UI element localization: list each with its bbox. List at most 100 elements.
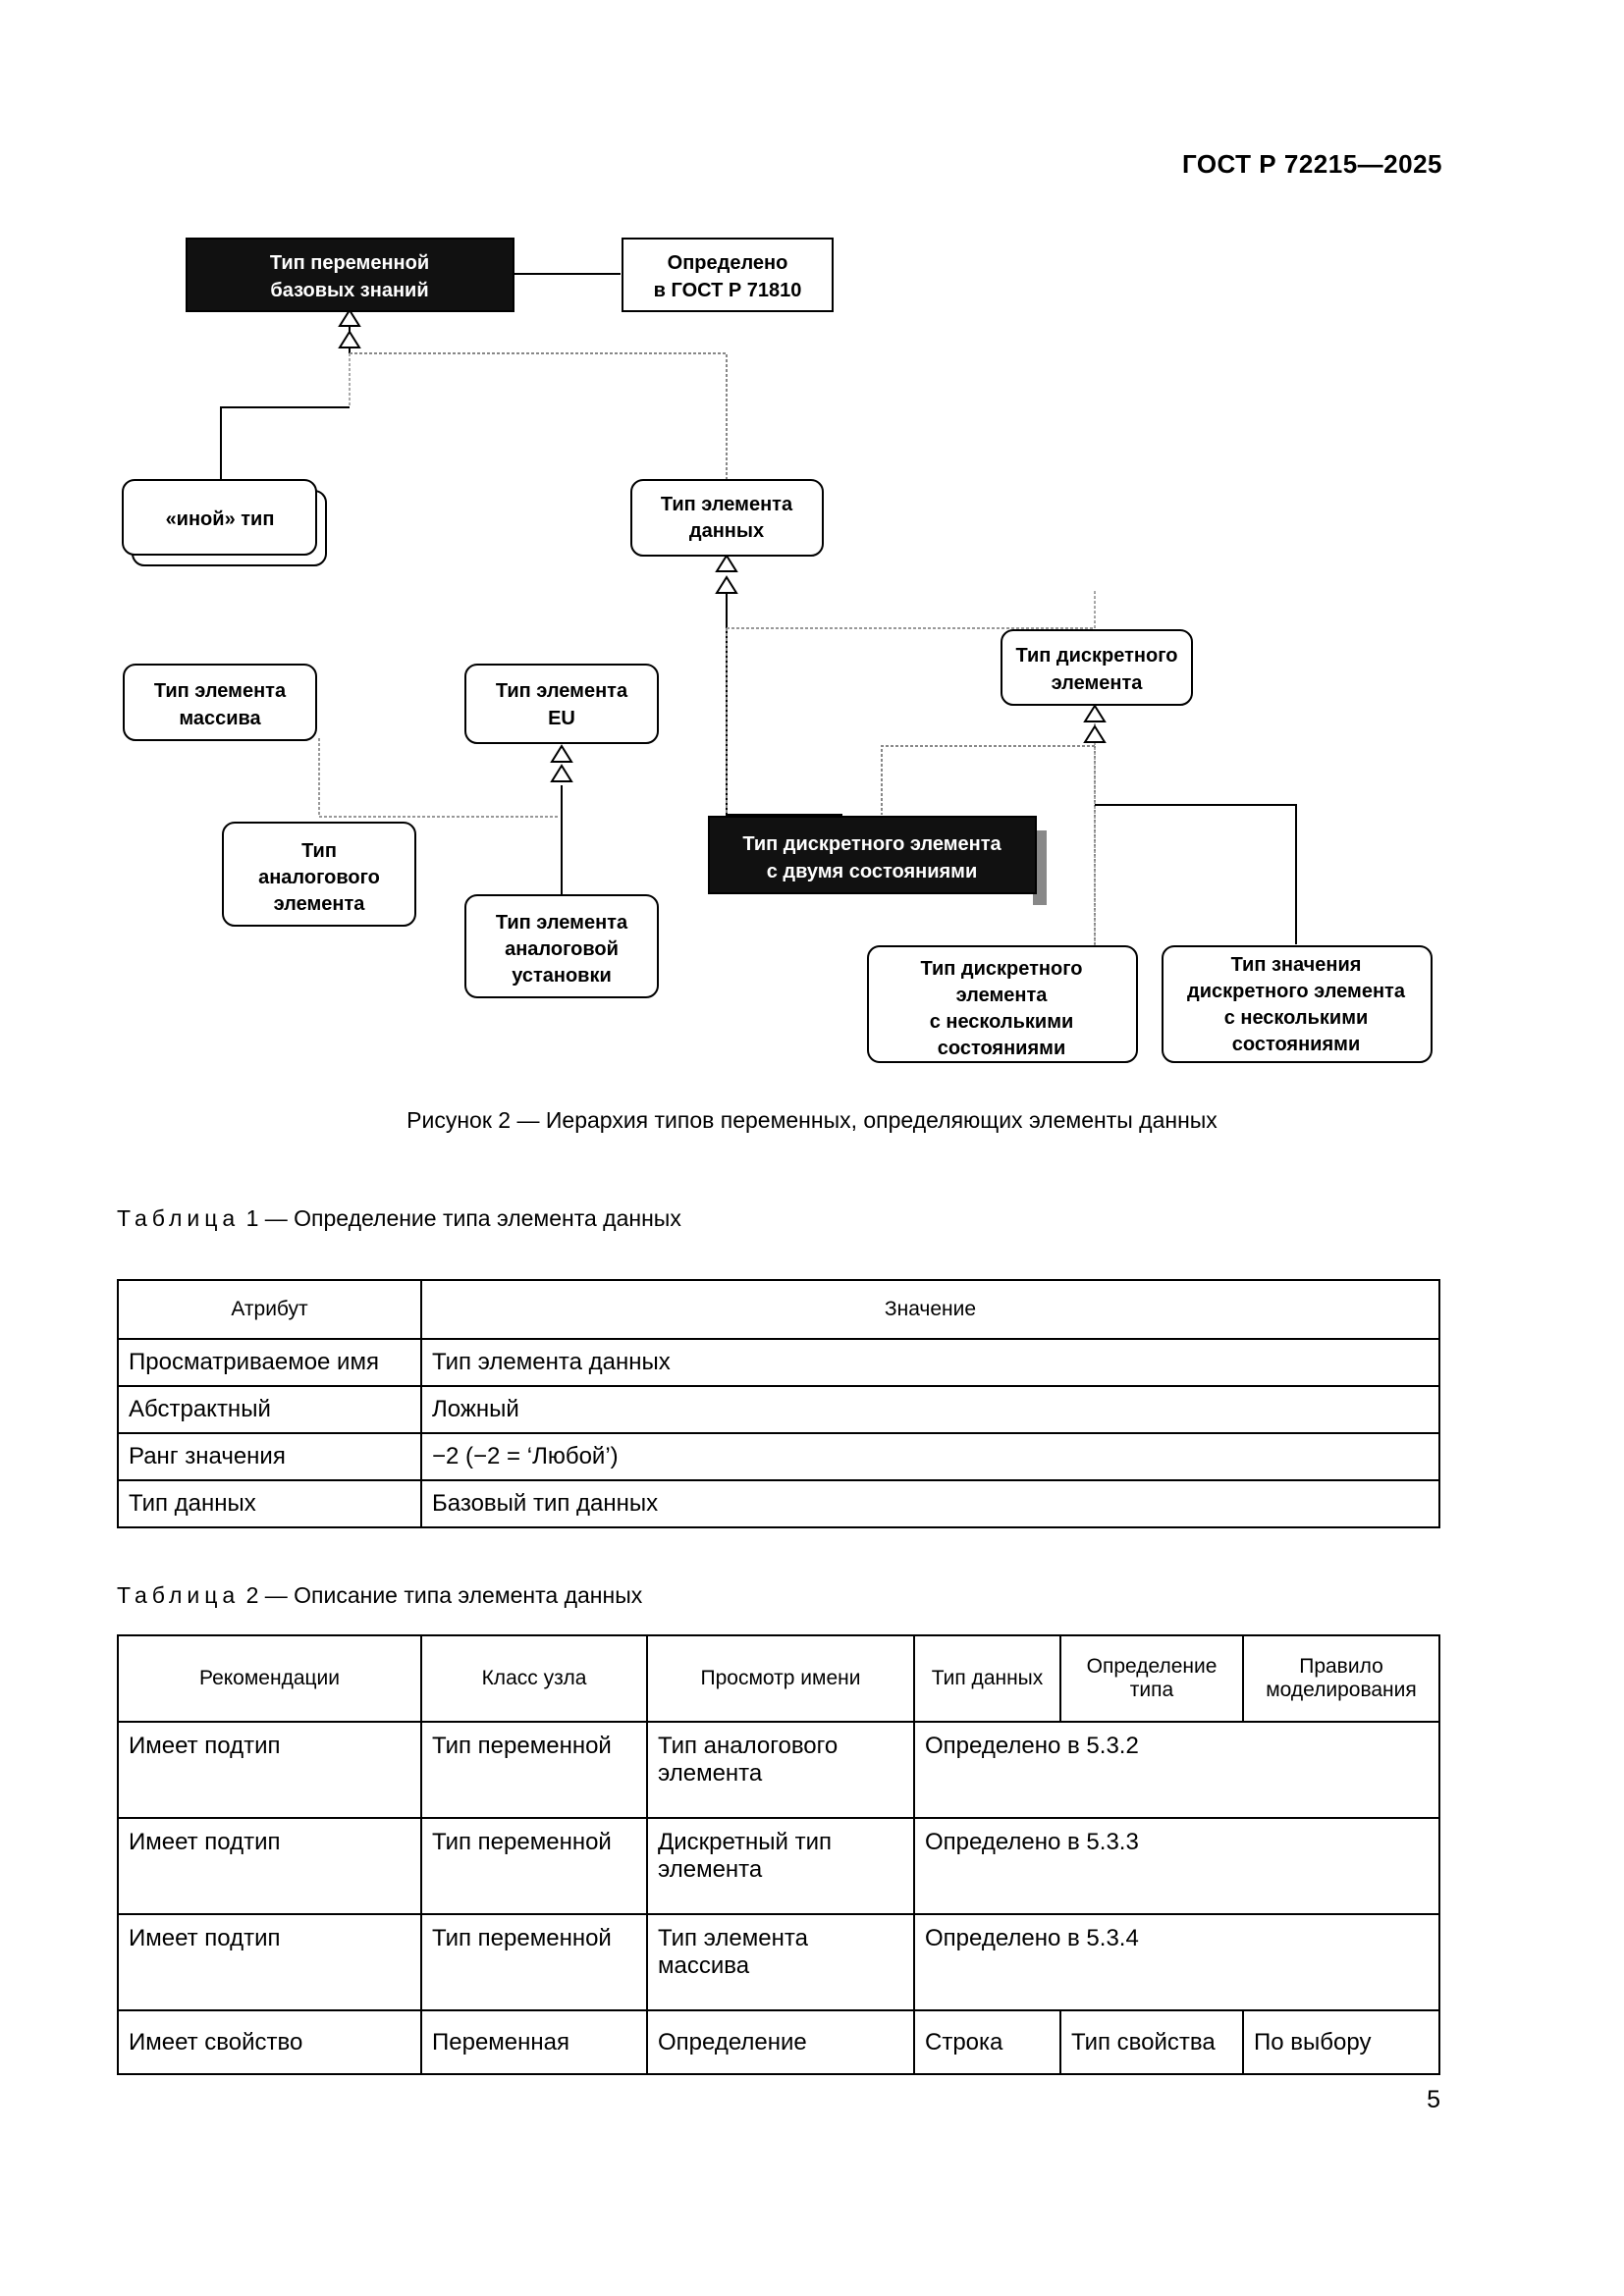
node-label: элемента (274, 893, 366, 915)
node-label: с несколькими (1224, 1007, 1369, 1029)
table-cell: Просматриваемое имя (117, 1338, 422, 1387)
table-row: Просматриваемое имя Тип элемента данных (117, 1338, 1440, 1387)
inherit-arrow-icon (1083, 724, 1107, 743)
page-number: 5 (1427, 2086, 1440, 2113)
table-row: Имеет подтип Тип переменной Дискретный т… (117, 1817, 1440, 1915)
node-analog-setpoint-type: Тип элемента аналоговой установки (464, 894, 659, 998)
column-header: Атрибут (117, 1279, 422, 1340)
table-label: Таблица (117, 1582, 241, 1608)
table-cell: Имеет подтип (117, 1817, 422, 1915)
column-header: Значение (420, 1279, 1440, 1340)
node-label: Определено (668, 252, 788, 274)
node-label: Тип элемента (661, 494, 793, 515)
table-cell: Дискретный тип элемента (646, 1817, 915, 1915)
figure-caption: Рисунок 2 — Иерархия типов переменных, о… (406, 1107, 1218, 1133)
node-label: Тип значения (1231, 954, 1362, 976)
table-row: Имеет подтип Тип переменной Тип аналогов… (117, 1721, 1440, 1819)
inherit-arrow-icon (550, 744, 573, 763)
node-label: аналоговой (505, 938, 619, 960)
table-caption-text: 2 — Описание типа элемента данных (245, 1582, 643, 1608)
column-header: Определение типа (1059, 1634, 1244, 1723)
table-cell: Ранг значения (117, 1432, 422, 1481)
table1-data-item-type-definition: Атрибут Значение Просматриваемое имя Тип… (117, 1279, 1440, 1528)
column-header: Рекомендации (117, 1634, 422, 1723)
inherit-arrow-icon (715, 554, 738, 572)
table-cell: Определено в 5.3.3 (913, 1817, 1440, 1915)
table-cell: Базовый тип данных (420, 1479, 1440, 1528)
node-label: Тип дискретного (1016, 645, 1178, 667)
table-cell: Определено в 5.3.4 (913, 1913, 1440, 2011)
table2-data-item-type-description: Рекомендации Класс узла Просмотр имени Т… (117, 1634, 1440, 2075)
column-header: Класс узла (420, 1634, 648, 1723)
table-cell: Имеет подтип (117, 1721, 422, 1819)
table-label: Таблица (117, 1205, 241, 1231)
node-label: установки (512, 965, 612, 987)
column-header: Правило моделирования (1242, 1634, 1440, 1723)
table-header-row: Атрибут Значение (117, 1279, 1440, 1340)
node-label: элемента (956, 985, 1049, 1006)
svg-text:«иной» тип: «иной» тип (166, 508, 275, 530)
node-label: Тип дискретного элемента (742, 833, 1001, 855)
table-cell: −2 (−2 = ‘Любой’) (420, 1432, 1440, 1481)
table-cell: Строка (913, 2009, 1061, 2075)
node-label: Тип (301, 840, 337, 862)
node-label: массива (179, 708, 261, 729)
node-array-item-type: Тип элемента массива (123, 664, 317, 741)
standard-header: ГОСТ Р 72215—2025 (1181, 149, 1442, 179)
diagram-connectors (220, 273, 1297, 1011)
node-label: дискретного элемента (1187, 981, 1406, 1002)
table-cell: Тип аналогового элемента (646, 1721, 915, 1819)
inherit-arrow-icon (338, 308, 361, 327)
table-cell: Тип переменной (420, 1913, 648, 2011)
inherit-arrow-icon (1083, 704, 1107, 722)
node-label: данных (689, 520, 764, 542)
node-other-type: «иной» тип (122, 479, 327, 566)
table-row: Имеет свойство Переменная Определение Ст… (117, 2009, 1440, 2075)
node-label: аналогового (258, 867, 380, 888)
node-label: Тип дискретного (921, 958, 1083, 980)
table-cell: Определено в 5.3.2 (913, 1721, 1440, 1819)
table-row: Имеет подтип Тип переменной Тип элемента… (117, 1913, 1440, 2011)
inherit-arrow-icon (715, 575, 738, 594)
node-data-item-type: Тип элемента данных (630, 479, 824, 557)
table-cell: Переменная (420, 2009, 648, 2075)
node-label: Тип переменной (270, 252, 429, 274)
table1-caption: Таблица 1 — Определение типа элемента да… (117, 1205, 681, 1232)
node-label: элемента (1052, 672, 1144, 694)
table-header-row: Рекомендации Класс узла Просмотр имени Т… (117, 1634, 1440, 1723)
table-caption-text: 1 — Определение типа элемента данных (245, 1205, 681, 1231)
table-cell: Тип данных (117, 1479, 422, 1528)
node-label: Тип элемента (154, 680, 287, 702)
inherit-arrow-icon (338, 330, 361, 348)
table-cell: Тип переменной (420, 1817, 648, 1915)
table-row: Абстрактный Ложный (117, 1385, 1440, 1434)
table-cell: Имеет свойство (117, 2009, 422, 2075)
node-label: базовых знаний (270, 280, 428, 301)
table-cell: Имеет подтип (117, 1913, 422, 2011)
table-cell: Тип элемента данных (420, 1338, 1440, 1387)
table2-caption: Таблица 2 — Описание типа элемента данны… (117, 1582, 642, 1609)
node-label: Тип элемента (496, 912, 628, 934)
table-cell: Абстрактный (117, 1385, 422, 1434)
node-base-variable-type: Тип переменной базовых знаний (186, 238, 514, 312)
table-cell: Определение (646, 2009, 915, 2075)
table-row: Тип данных Базовый тип данных (117, 1479, 1440, 1528)
table-cell: Тип переменной (420, 1721, 648, 1819)
node-discrete-item-type: Тип дискретного элемента (1001, 629, 1193, 706)
